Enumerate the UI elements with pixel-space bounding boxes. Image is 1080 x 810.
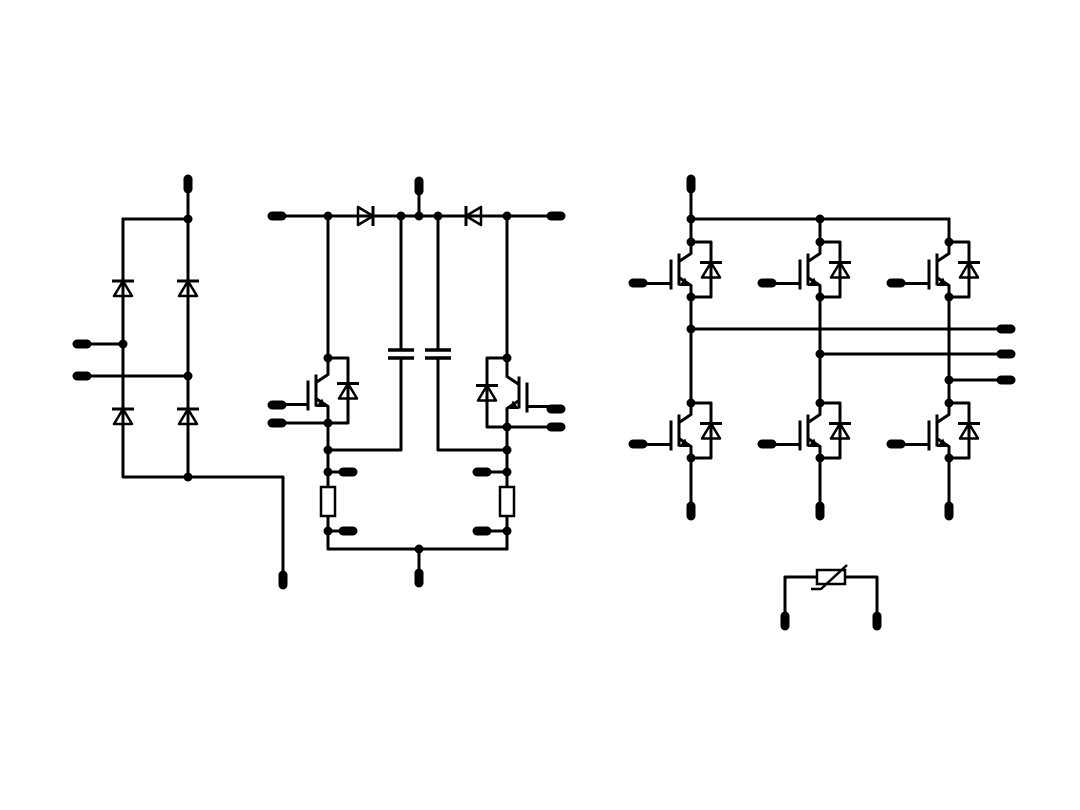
diode-symbol	[700, 261, 722, 279]
igbt-symbol	[275, 356, 350, 425]
junction-dot	[502, 526, 512, 536]
junction-dot	[433, 211, 443, 221]
junction-dot	[323, 418, 333, 428]
junction-dot	[944, 453, 954, 463]
junction-dot	[323, 353, 333, 363]
junction-dot	[815, 453, 825, 463]
junctions	[118, 211, 954, 554]
ntc-thermistor-symbol	[811, 564, 848, 591]
igbt-symbol	[636, 240, 713, 299]
junction-dot	[502, 467, 512, 477]
pfc-cap1-bottom	[326, 356, 403, 452]
diode-symbol	[177, 407, 199, 426]
diode-symbol	[177, 279, 199, 298]
junction-dot	[502, 445, 512, 455]
junction-dot	[323, 445, 333, 455]
igbt-symbol	[765, 401, 842, 460]
ntc-left-lead	[783, 575, 819, 623]
junction-dot	[944, 292, 954, 302]
junction-dot	[686, 214, 696, 224]
pfc-cap2-bottom	[436, 356, 509, 452]
components	[112, 205, 980, 591]
junction-dot	[815, 398, 825, 408]
junction-dot	[323, 526, 333, 536]
igbt-symbol	[894, 240, 971, 299]
resistor-symbol	[319, 485, 337, 518]
diode-symbol	[700, 422, 722, 440]
diode-symbol	[476, 384, 498, 402]
resistor-symbol	[498, 485, 516, 518]
junction-dot	[183, 214, 193, 224]
junction-dot	[815, 214, 825, 224]
diode-symbol	[356, 205, 375, 227]
igbt-symbol	[765, 240, 842, 299]
bridge-negative-lead	[186, 475, 285, 582]
ntc-right-lead	[843, 575, 879, 623]
bridge-left-rail	[121, 217, 190, 479]
junction-dot	[815, 237, 825, 247]
junction-dot	[502, 422, 512, 432]
diode-symbol	[829, 261, 851, 279]
diode-symbol	[112, 279, 134, 298]
junction-dot	[323, 467, 333, 477]
junction-dot	[686, 324, 696, 334]
junction-dot	[944, 398, 954, 408]
wires	[80, 182, 1008, 623]
diode-symbol	[464, 205, 483, 227]
junction-dot	[686, 237, 696, 247]
junction-dot	[815, 349, 825, 359]
diode-symbol	[958, 261, 980, 279]
junction-dot	[396, 211, 406, 221]
capacitor-symbol	[388, 348, 414, 360]
diode-symbol	[829, 422, 851, 440]
junction-dot	[183, 371, 193, 381]
igbt-symbol	[636, 401, 713, 460]
junction-dot	[944, 237, 954, 247]
diode-symbol	[958, 422, 980, 440]
capacitor-symbol	[425, 348, 451, 360]
junction-dot	[502, 211, 512, 221]
junction-dot	[686, 398, 696, 408]
junction-dot	[815, 292, 825, 302]
diode-symbol	[112, 407, 134, 426]
junction-dot	[502, 353, 512, 363]
junction-dot	[414, 544, 424, 554]
junction-dot	[944, 375, 954, 385]
igbt-symbol	[485, 356, 558, 429]
junction-dot	[686, 453, 696, 463]
junction-dot	[183, 472, 193, 482]
junction-dot	[414, 211, 424, 221]
junction-dot	[323, 211, 333, 221]
junction-dot	[686, 292, 696, 302]
junction-dot	[118, 339, 128, 349]
diode-symbol	[337, 382, 359, 400]
igbt-symbol	[894, 401, 971, 460]
terminals	[72, 174, 1016, 631]
